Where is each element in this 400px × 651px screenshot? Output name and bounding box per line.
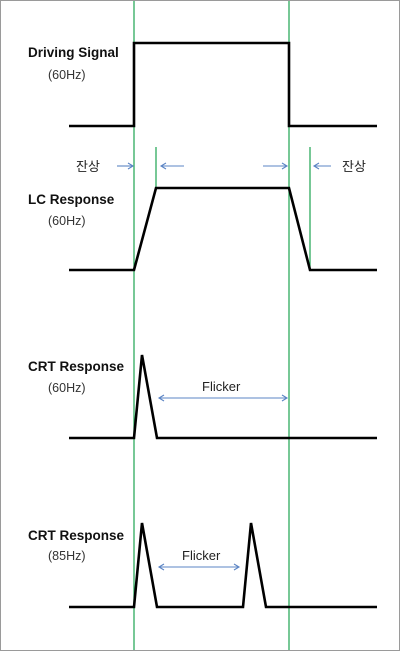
crt-60hz-frequency: (60Hz) <box>48 381 86 395</box>
afterimage-label-right: 잔상 <box>342 160 366 175</box>
lc-response-frequency: (60Hz) <box>48 214 86 228</box>
afterimage-arrow-left <box>117 162 135 170</box>
flicker-label-85hz: Flicker <box>182 548 221 563</box>
crt-60hz-title: CRT Response <box>28 359 125 374</box>
flicker-arrow-85hz <box>157 563 241 571</box>
afterimage-arrow-inner-right <box>263 162 289 170</box>
crt-85hz-waveform <box>69 522 377 609</box>
driving-signal-waveform <box>69 41 377 128</box>
crt-85hz-frequency: (85Hz) <box>48 549 86 563</box>
driving-signal-frequency: (60Hz) <box>48 68 86 82</box>
crt-60hz-waveform <box>69 354 377 440</box>
flicker-label-60hz: Flicker <box>202 379 241 394</box>
afterimage-arrow-inner-left <box>159 162 184 170</box>
afterimage-arrow-right <box>312 162 331 170</box>
crt-85hz-title: CRT Response <box>28 528 125 543</box>
afterimage-label-left: 잔상 <box>76 160 100 175</box>
lc-response-waveform <box>69 186 377 272</box>
driving-signal-title: Driving Signal <box>28 45 119 60</box>
flicker-arrow-60hz <box>157 394 289 402</box>
lc-response-title: LC Response <box>28 192 115 207</box>
